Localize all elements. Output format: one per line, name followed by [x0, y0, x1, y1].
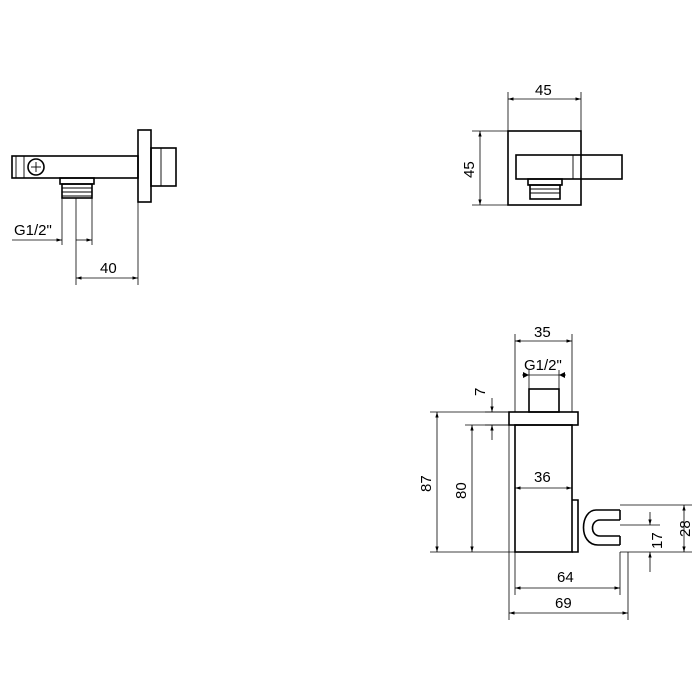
side-depth-label: 40 — [100, 260, 117, 277]
total-height-dimension: 87 — [418, 411, 515, 553]
top-width-label: 35 — [534, 324, 551, 341]
hand-shower-hook-icon — [572, 499, 621, 553]
holder-view: 35 G1/2" 7 87 80 — [418, 324, 694, 620]
wall-flange — [137, 129, 177, 203]
holder-height-label: 28 — [677, 520, 694, 537]
threaded-outlet — [59, 177, 95, 199]
side-thread-label: G1/2" — [14, 222, 52, 239]
front-height-dimension: 45 — [461, 130, 508, 206]
front-height-label: 45 — [461, 161, 478, 178]
holder-nipple — [528, 388, 560, 413]
total-depth-label: 69 — [555, 595, 572, 612]
total-height-label: 87 — [418, 475, 435, 492]
holder-body — [514, 424, 573, 553]
front-width-label: 45 — [535, 82, 552, 99]
thread-dimension: G1/2" — [12, 198, 93, 245]
holder-offset-dimension: 17 — [620, 512, 666, 572]
outlet-arm — [11, 155, 139, 179]
body-height-label: 80 — [453, 482, 470, 499]
front-plate — [507, 130, 582, 206]
top-width-dimension: 35 — [514, 324, 573, 412]
body-height-dimension: 80 — [453, 424, 515, 552]
front-outlet — [527, 178, 563, 200]
total-depth-dimension: 69 — [508, 425, 629, 620]
holder-offset-label: 17 — [649, 532, 666, 549]
screw-icon — [27, 158, 45, 176]
holder-thread-dimension: G1/2" — [522, 357, 566, 389]
front-view: 45 45 — [461, 82, 623, 206]
front-arm — [515, 154, 623, 180]
nipple-height-label: 7 — [472, 388, 489, 396]
holder-thread-label: G1/2" — [524, 357, 562, 374]
depth-dimension: 64 — [514, 552, 621, 595]
holder-cap — [508, 411, 579, 426]
side-view: G1/2" 40 — [11, 129, 177, 285]
depth-dimension: 40 — [75, 198, 139, 285]
body-width-label: 36 — [534, 469, 551, 486]
depth-label: 64 — [557, 569, 574, 586]
front-width-dimension: 45 — [507, 82, 582, 131]
holder-height-dimension: 28 — [620, 504, 694, 553]
body-width-dimension: 36 — [515, 469, 572, 490]
